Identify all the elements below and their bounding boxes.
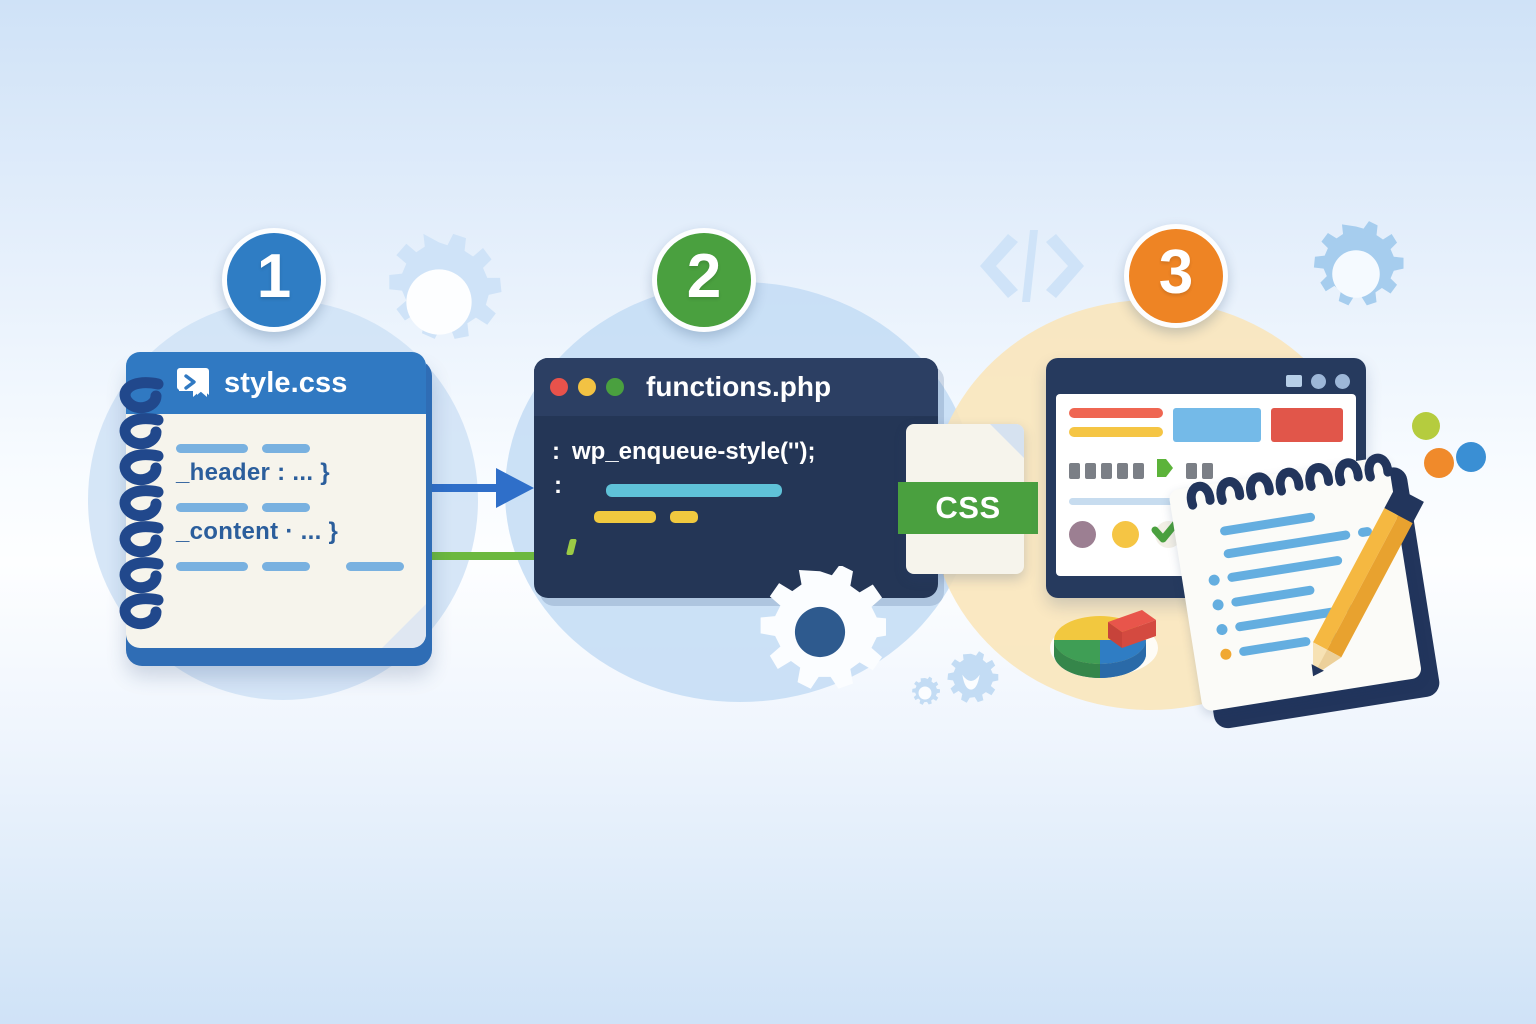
functions-php-window[interactable]: functions.php : wp_enqueue-style(''); :	[534, 358, 944, 606]
palette-dot	[1412, 412, 1440, 440]
browser-title-bar	[1056, 368, 1356, 394]
code-area: : wp_enqueue-style(''); :	[534, 416, 938, 555]
file-title: style.css	[224, 366, 348, 399]
window-title-bar: functions.php	[534, 358, 938, 416]
gear-icon	[1302, 220, 1410, 328]
note-line	[1223, 529, 1351, 559]
step-number: 2	[686, 242, 722, 311]
code-bar	[262, 503, 310, 512]
spiral-binding	[1186, 453, 1393, 510]
code-bar	[176, 444, 248, 453]
bullet-icon	[1207, 573, 1221, 587]
css-label-band: CSS	[898, 482, 1038, 534]
close-dot-icon[interactable]	[550, 378, 568, 396]
content-line	[1069, 408, 1163, 418]
code-bar	[346, 562, 404, 571]
code-placeholder-row	[176, 444, 404, 453]
code-bar	[176, 503, 248, 512]
pill	[1117, 462, 1128, 479]
pie-chart-icon	[1046, 586, 1166, 682]
gear-icon	[940, 650, 1002, 712]
play-icon[interactable]	[1153, 456, 1177, 485]
gear-icon	[368, 222, 510, 382]
css-rule-header: _header : ... }	[176, 459, 330, 486]
pill	[1085, 462, 1096, 479]
code-placeholder-row	[552, 511, 918, 523]
code-placeholder-row	[176, 562, 404, 571]
content-block	[1173, 408, 1261, 442]
bullet-icon	[1211, 598, 1225, 612]
minimize-dot-icon[interactable]	[578, 378, 596, 396]
file-title: functions.php	[646, 371, 832, 402]
code-bar	[262, 562, 310, 571]
window-body: functions.php : wp_enqueue-style(''); :	[534, 358, 938, 598]
code-bar	[594, 511, 656, 523]
code-line: : wp_enqueue-style('');	[552, 438, 918, 466]
accent-block	[1271, 408, 1343, 442]
gear-icon	[908, 676, 942, 710]
close-icon[interactable]	[1335, 373, 1350, 389]
pill	[1202, 462, 1213, 479]
pencil-icon	[1311, 486, 1424, 677]
code-bar	[176, 562, 248, 571]
pill-row	[1069, 456, 1343, 485]
step-number: 3	[1158, 238, 1194, 307]
maximize-icon[interactable]	[1311, 373, 1326, 389]
page-header-row	[1069, 408, 1343, 442]
css-label: CSS	[935, 490, 1001, 525]
prompt-glyph: :	[554, 472, 562, 499]
minimize-icon[interactable]	[1286, 375, 1302, 387]
maximize-dot-icon[interactable]	[606, 378, 624, 396]
gear-icon	[754, 566, 886, 698]
code-placeholder-row: :	[552, 472, 918, 499]
css-rule-content: _content · ... }	[176, 518, 339, 545]
palette-dot	[1456, 442, 1486, 472]
code-bar	[606, 484, 782, 497]
code-brackets-icon	[978, 226, 1086, 306]
style-css-notebook[interactable]: style.css _header : ... } _content · ...…	[112, 352, 432, 666]
css-file-badge[interactable]: CSS	[898, 424, 1038, 574]
notebook-page: style.css _header : ... } _content · ...…	[126, 352, 426, 648]
page-fold-corner	[382, 604, 426, 648]
note-line	[1219, 512, 1316, 537]
enqueue-call: wp_enqueue-style('');	[572, 438, 816, 465]
css-file-icon	[176, 366, 210, 400]
bullet-icon	[1219, 647, 1233, 661]
status-circle	[1069, 521, 1096, 548]
step-number: 1	[256, 242, 292, 311]
content-line	[1069, 427, 1163, 437]
bullet-icon	[1215, 623, 1229, 636]
pill	[1101, 462, 1112, 479]
step-badge-1: 1	[222, 228, 326, 332]
pill	[1069, 462, 1080, 479]
pill	[1186, 462, 1197, 479]
text-lines	[1069, 408, 1163, 437]
spiral-binding	[119, 377, 164, 630]
note-line	[1226, 555, 1343, 583]
step-badge-2: 2	[652, 228, 756, 332]
code-placeholder-row	[176, 503, 404, 512]
status-circle	[1112, 521, 1139, 548]
notepad-checklist[interactable]	[1168, 452, 1450, 735]
notebook-content: _header : ... } _content · ... }	[126, 414, 426, 571]
code-bar	[262, 444, 310, 453]
palette-dot	[1424, 448, 1454, 478]
pill	[1133, 462, 1144, 479]
code-bar	[670, 511, 698, 523]
step-badge-3: 3	[1124, 224, 1228, 328]
prompt-glyph: :	[552, 438, 560, 465]
notebook-header: style.css	[126, 352, 426, 414]
code-comma-glyph	[566, 539, 577, 555]
note-line	[1230, 585, 1316, 608]
